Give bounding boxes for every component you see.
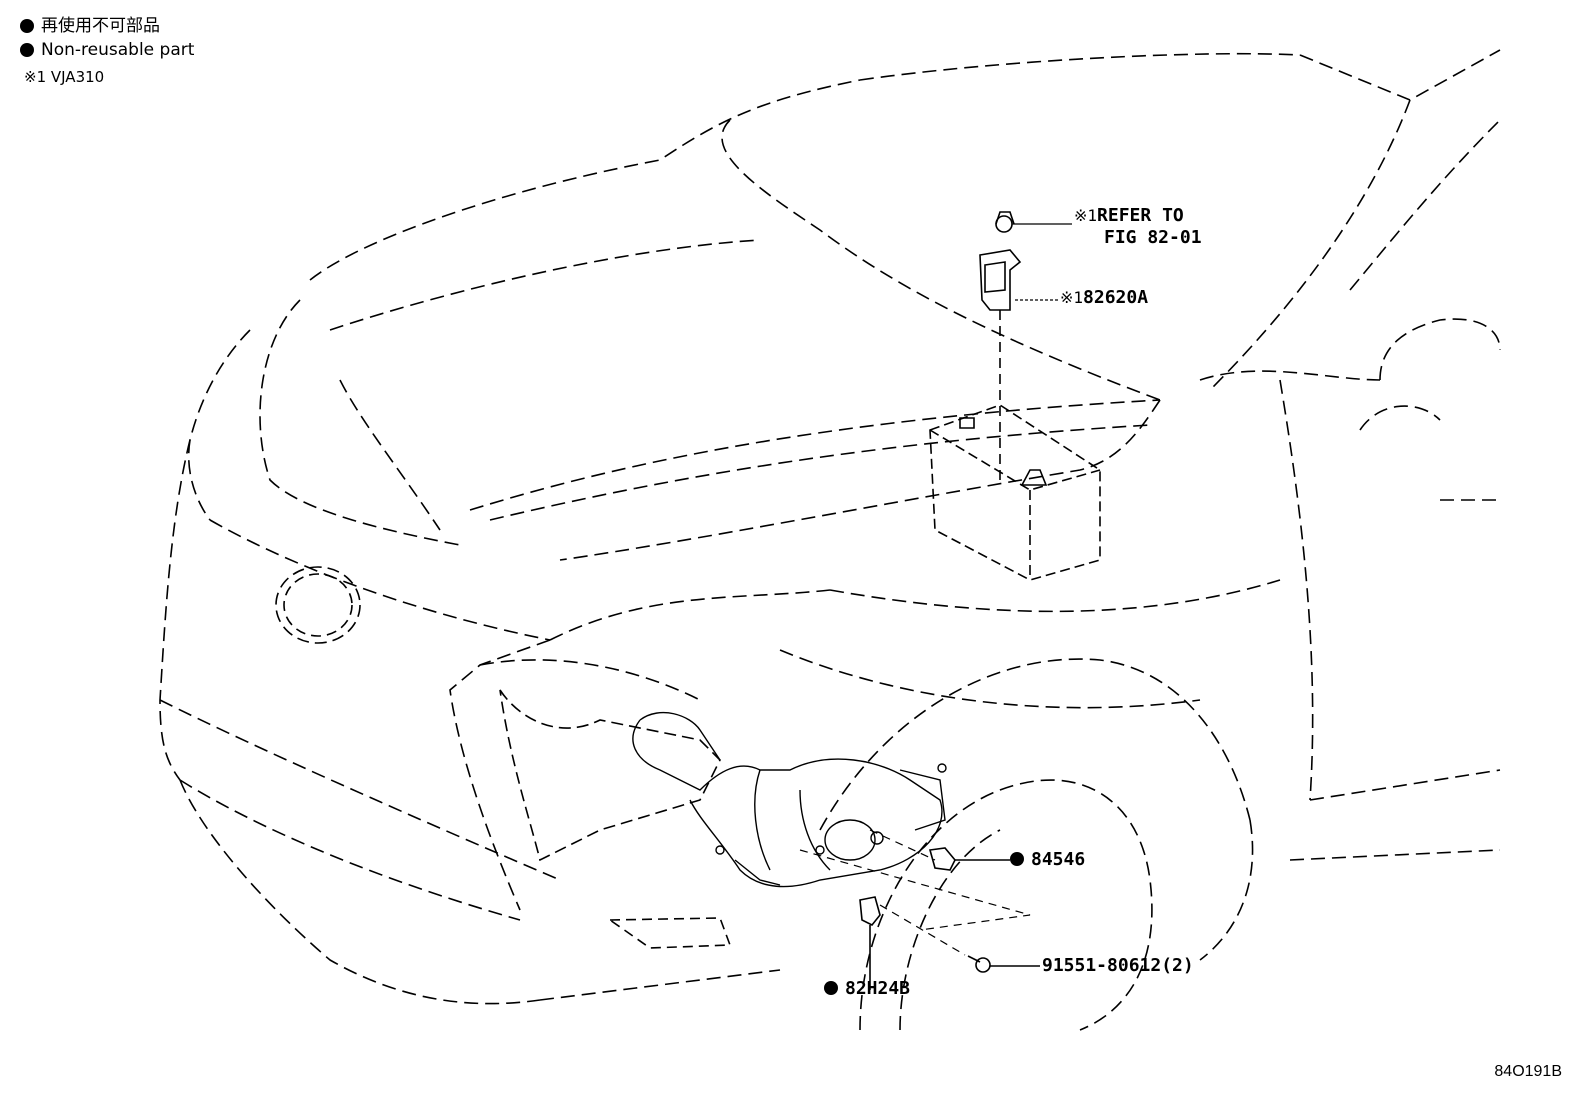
refer-prefix: ※1 [1074, 206, 1098, 225]
wheel-arch [820, 659, 1253, 1030]
legend-note: ※1 VJA310 [24, 68, 105, 86]
callout-refer: ※1REFER TO [1074, 205, 1184, 227]
figure-code: 84O191B [1494, 1063, 1562, 1080]
legend-japanese-label: 再使用不可部品 [41, 16, 160, 36]
side-body-outline [780, 120, 1500, 860]
non-reusable-dot-icon [824, 981, 838, 995]
lower-grille [500, 690, 720, 860]
bolt-91551 [968, 956, 1040, 972]
callout-84546: 84546 [1010, 849, 1085, 871]
legend-english: Non-reusable part [20, 38, 194, 62]
82H24B-number: 82H24B [845, 978, 911, 999]
battery [930, 405, 1100, 580]
callout-91551: 91551-80612(2) [1042, 955, 1194, 976]
hood-outline [260, 50, 1500, 560]
connector-82H24B [860, 897, 880, 990]
lower-lamp [610, 918, 730, 948]
legend-english-label: Non-reusable part [41, 40, 195, 60]
fog-lamp [276, 567, 360, 643]
leader-lines [1012, 224, 1072, 300]
locator-lines [800, 830, 1030, 955]
transfer-case [633, 713, 946, 887]
82620A-number: 82620A [1083, 287, 1149, 308]
bracket-82620A [980, 212, 1020, 480]
non-reusable-dot-icon [1010, 852, 1024, 866]
82620A-prefix: ※1 [1060, 288, 1084, 307]
callout-82H24B: 82H24B [824, 978, 910, 1000]
legend-japanese: 再使用不可部品 [20, 14, 194, 38]
fog-lamp-inner [284, 574, 352, 636]
sensor-84546 [930, 848, 1010, 870]
callout-82620A: ※182620A [1060, 287, 1148, 309]
refer-line1: REFER TO [1097, 205, 1184, 226]
non-reusable-dot-icon [20, 43, 34, 57]
84546-number: 84546 [1031, 849, 1086, 870]
callout-refer-line2: FIG 82-01 [1104, 227, 1202, 248]
non-reusable-dot-icon [20, 19, 34, 33]
front-fascia-outline [160, 330, 830, 1004]
legend: 再使用不可部品 Non-reusable part ※1 VJA310 [20, 14, 194, 89]
